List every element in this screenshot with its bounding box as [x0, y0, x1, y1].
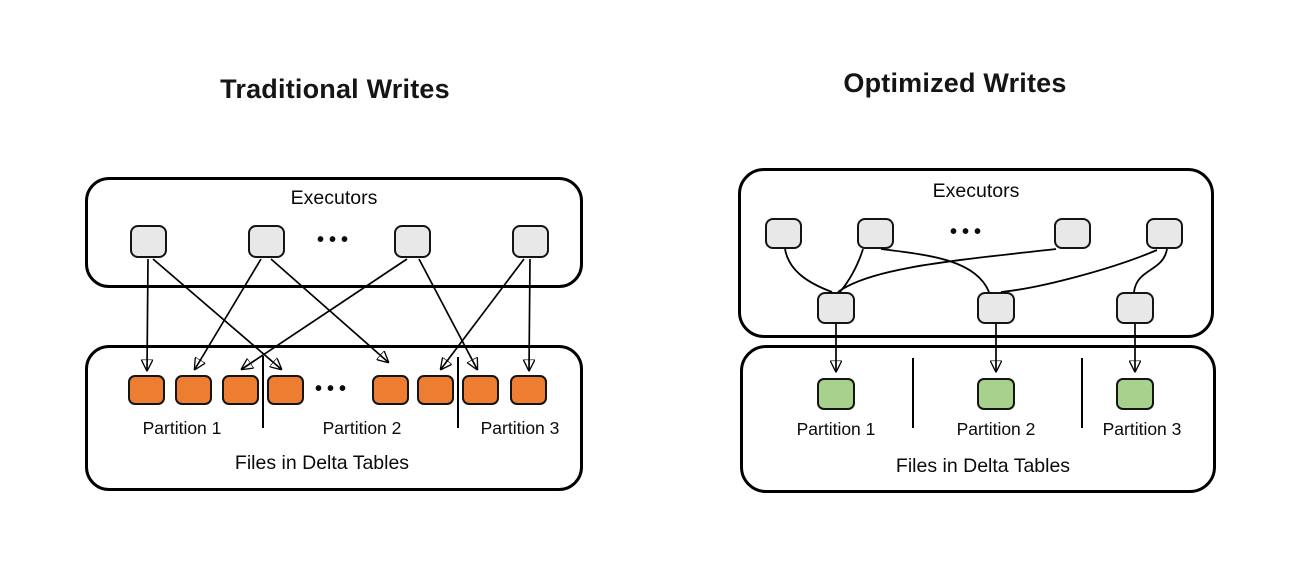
executor-node [765, 218, 802, 249]
file-node-orange [510, 375, 547, 405]
executors-container-right [738, 168, 1214, 338]
file-node-orange [417, 375, 454, 405]
traditional-writes-title: Traditional Writes [220, 74, 450, 104]
executor-node [512, 225, 549, 258]
file-node-orange [267, 375, 304, 405]
shuffle-task-node [817, 292, 855, 324]
file-node-orange [462, 375, 499, 405]
executor-node [1146, 218, 1183, 249]
files-label-right: Files in Delta Tables [895, 455, 1071, 477]
partition-label-2-left: Partition 2 [322, 418, 402, 438]
files-label-left: Files in Delta Tables [234, 452, 410, 474]
file-node-green [977, 378, 1015, 410]
file-node-orange [222, 375, 259, 405]
partition-label-3-right: Partition 3 [1102, 419, 1182, 439]
ellipsis-dots: ••• [314, 378, 351, 400]
executor-node [857, 218, 894, 249]
ellipsis-dots: ••• [316, 229, 353, 251]
file-node-orange [128, 375, 165, 405]
file-node-green [817, 378, 855, 410]
executor-node [248, 225, 285, 258]
ellipsis-dots: ••• [949, 221, 986, 243]
executors-label-left: Executors [290, 187, 378, 209]
partition-label-1-left: Partition 1 [142, 418, 222, 438]
optimized-writes-title: Optimized Writes [843, 68, 1067, 98]
file-node-green [1116, 378, 1154, 410]
file-node-orange [175, 375, 212, 405]
partition-label-2-right: Partition 2 [956, 419, 1036, 439]
partition-label-3-left: Partition 3 [480, 418, 560, 438]
executor-node [130, 225, 167, 258]
shuffle-task-node [1116, 292, 1154, 324]
executor-node [1054, 218, 1091, 249]
executor-node [394, 225, 431, 258]
partition-label-1-right: Partition 1 [796, 419, 876, 439]
file-node-orange [372, 375, 409, 405]
executors-label-right: Executors [932, 180, 1020, 202]
files-container-right [740, 345, 1216, 493]
shuffle-task-node [977, 292, 1015, 324]
